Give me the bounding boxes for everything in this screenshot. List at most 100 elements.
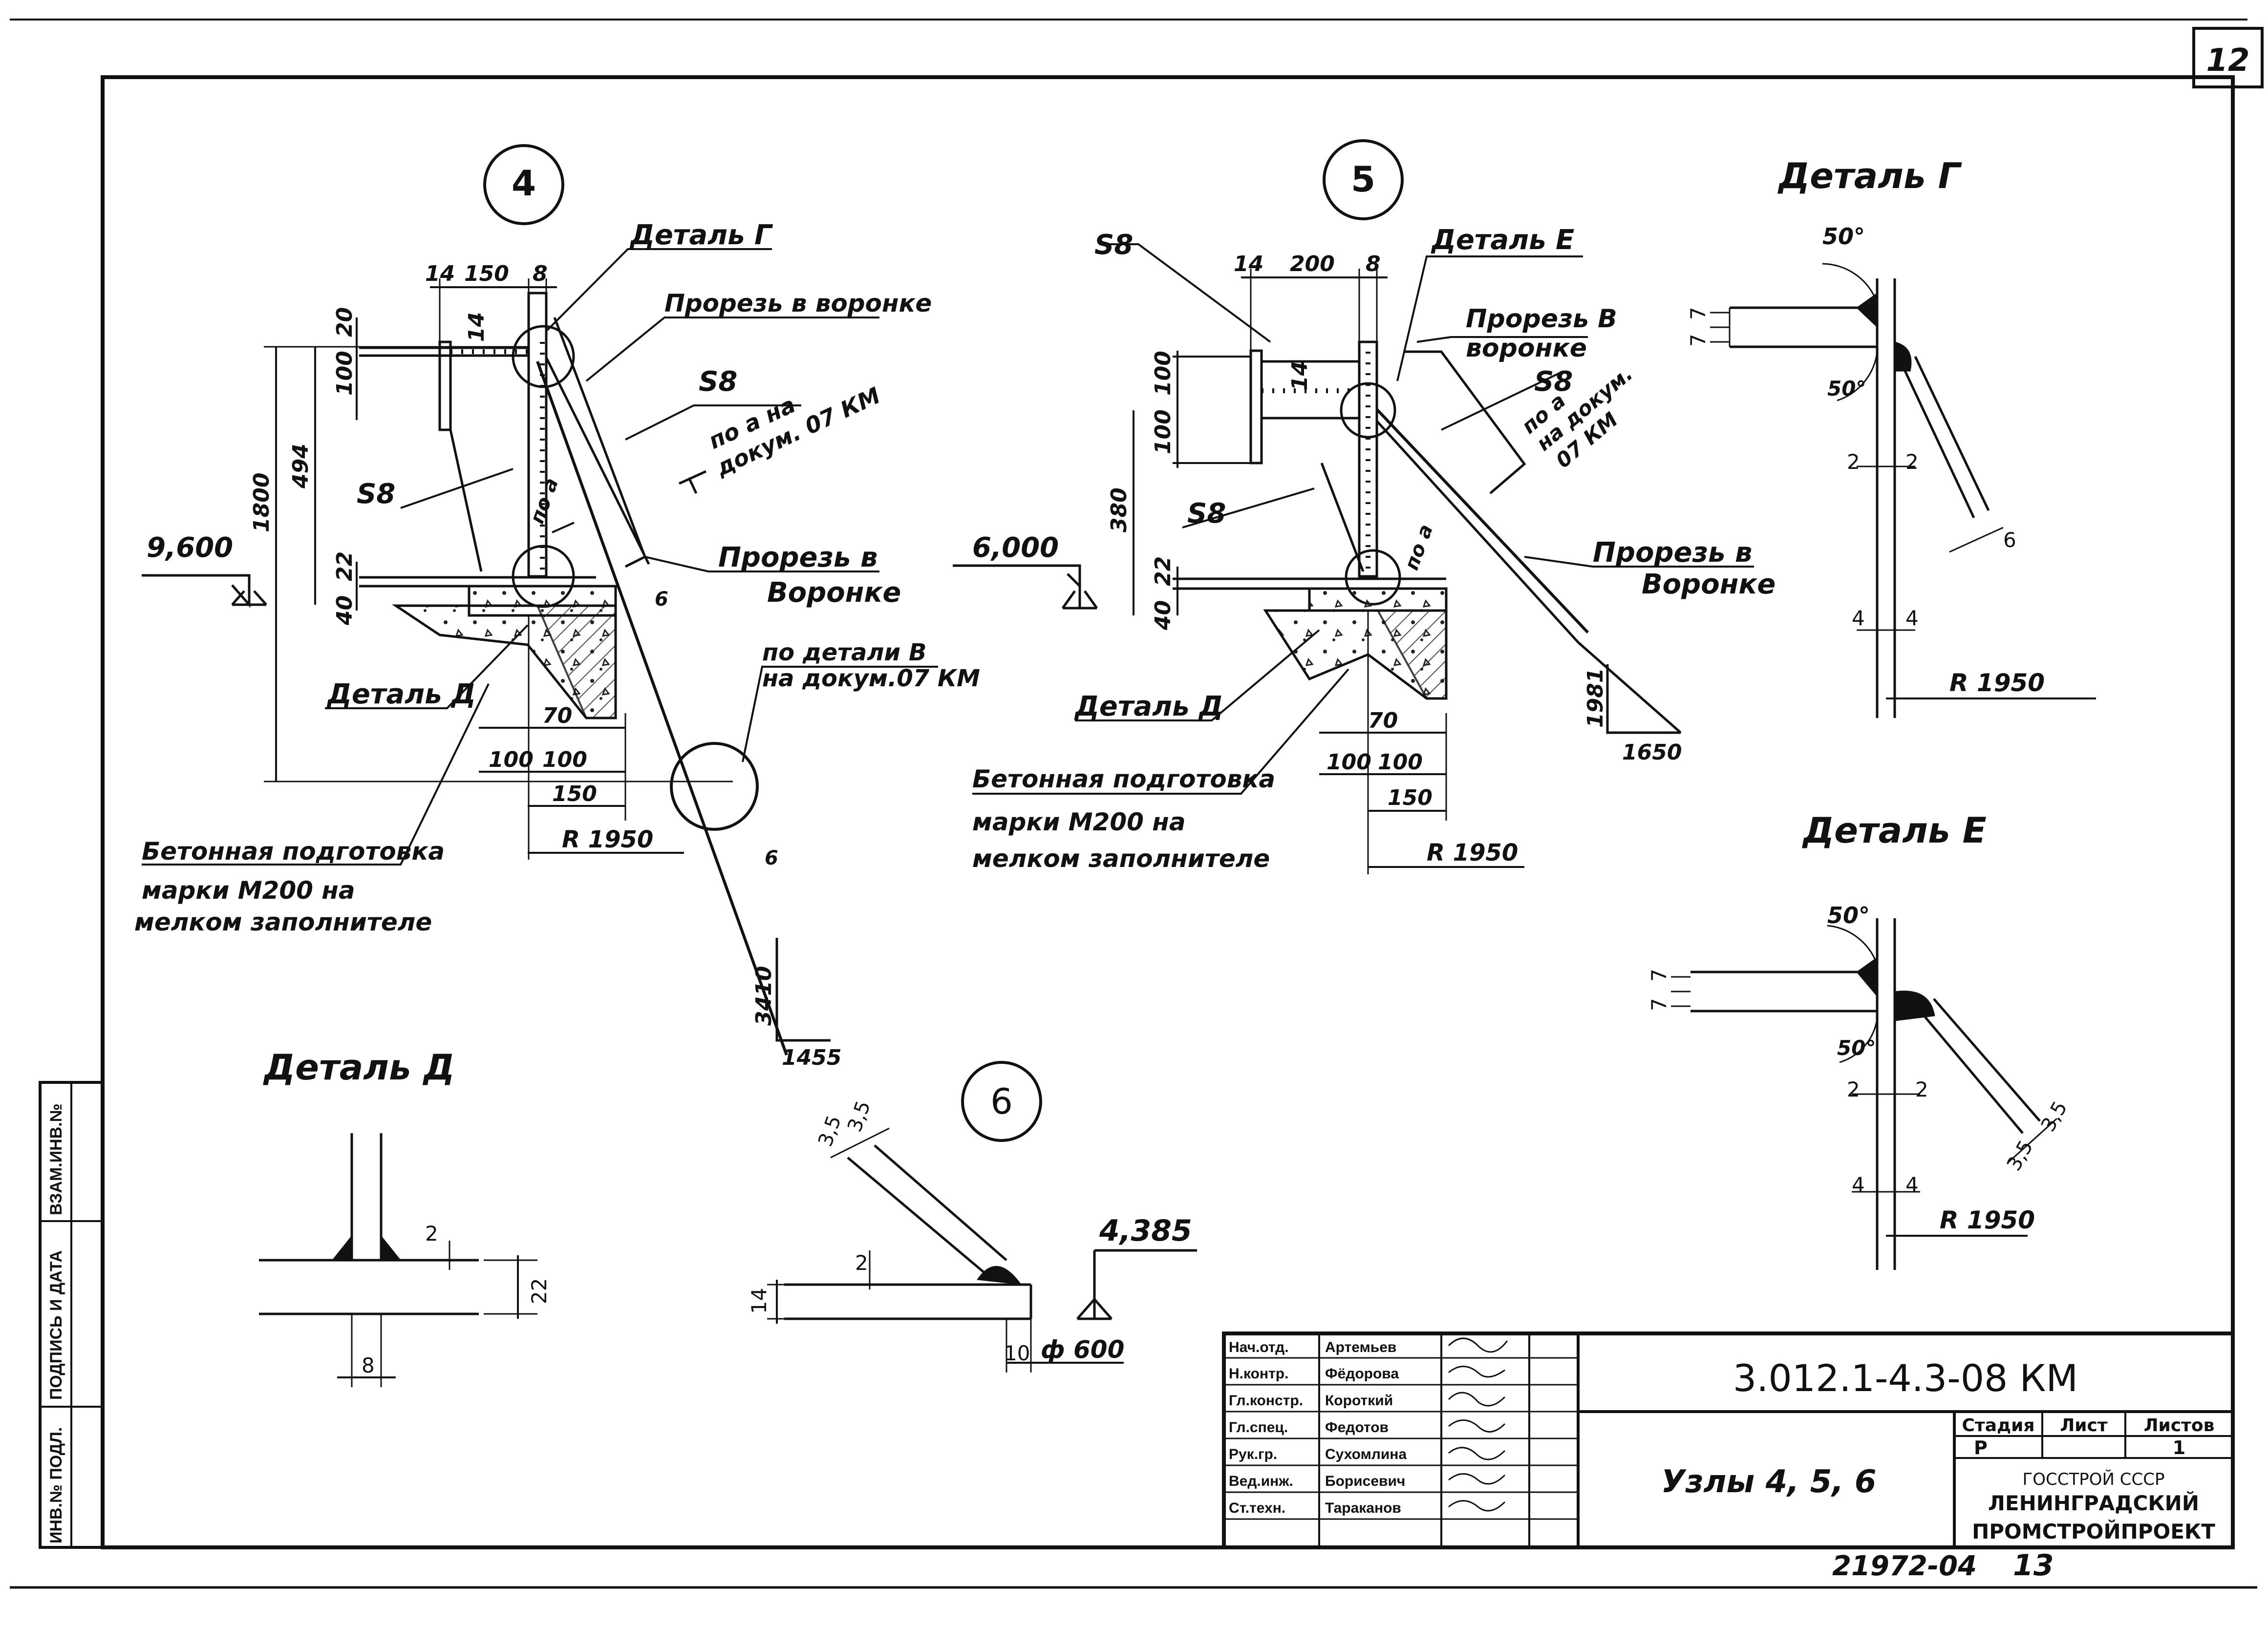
bottom-page: 13 <box>2013 1548 2054 1583</box>
sheet-number: 12 <box>2206 42 2249 79</box>
role: Рук.гр. <box>1229 1446 1277 1462</box>
dim: 1650 <box>1622 740 1682 765</box>
bottom-code: 21972-04 <box>1832 1550 1977 1582</box>
node-5-cutout-2b: Воронке <box>1642 569 1776 600</box>
dim: 40 <box>332 595 357 626</box>
dim: 150 <box>552 782 597 806</box>
dim: 4 <box>1905 606 1919 630</box>
node-4-detail-d: Деталь Д <box>326 678 476 710</box>
node-5-cutout-1b: воронке <box>1466 334 1587 363</box>
dim: 3410 <box>751 966 776 1026</box>
dim: 2 <box>1847 450 1860 474</box>
node-4 <box>142 144 938 1056</box>
node-5-level: 6,000 <box>972 532 1059 564</box>
node-5-detail-e: Деталь Е <box>1431 224 1574 256</box>
title-block <box>1222 1331 2235 1549</box>
dim: 4 <box>1905 1173 1919 1197</box>
dim: 100 <box>489 747 534 772</box>
node-5 <box>953 139 1754 874</box>
name: Борисевич <box>1325 1473 1405 1489</box>
stamp-cell-2: ПОДПИСЬ И ДАТА <box>47 1250 65 1400</box>
node-6-number: 6 <box>990 1081 1013 1122</box>
node-4-s8-b: S8 <box>357 478 395 510</box>
node-4-cutout-2b: Воронке <box>767 577 901 609</box>
node-4-labels: 4 Деталь Г Прорезь в воронке S8 по а на … <box>134 163 980 1070</box>
title-block-text: Нач.отд. Н.контр. Гл.констр. Гл.спец. Ру… <box>1229 1339 2215 1543</box>
node-5-detail-d: Деталь Д <box>1074 691 1223 722</box>
node-4-concrete-2: марки М200 на <box>142 876 355 905</box>
dim: 14 <box>464 312 489 342</box>
dim: 7 <box>1686 334 1710 347</box>
dim: 380 <box>1107 487 1132 532</box>
dim: 100 <box>542 747 587 772</box>
dim: 494 <box>288 444 313 489</box>
dim: 2 <box>855 1251 868 1275</box>
detail-e-title: Деталь Е <box>1802 810 1987 851</box>
node-6 <box>767 1061 1197 1373</box>
org-1: ГОССТРОЙ СССР <box>2023 1469 2165 1489</box>
detail-d-labels: Деталь Д 2 22 8 <box>263 1047 551 1377</box>
org-2: ЛЕНИНГРАДСКИЙ <box>1988 1491 2199 1515</box>
role: Ст.техн. <box>1229 1500 1285 1516</box>
dim: 7 <box>1686 307 1710 320</box>
dim: 3,5 <box>814 1113 846 1150</box>
node-5-s8-mid: S8 <box>1187 498 1226 529</box>
stage-value: Р <box>1974 1437 1988 1458</box>
node-4-cutout-2a: Прорезь в <box>718 542 877 573</box>
dim: 40 <box>1151 600 1176 631</box>
node-4-cutout-1: Прорезь в воронке <box>664 289 932 317</box>
role: Вед.инж. <box>1229 1473 1293 1489</box>
dim: R 1950 <box>562 826 653 853</box>
node-5-s8-right: S8 <box>1534 366 1573 398</box>
dim: 6 <box>2003 528 2016 552</box>
role: Н.контр. <box>1229 1366 1288 1382</box>
dim: 70 <box>542 703 572 728</box>
node-4-weld-small: по а <box>526 475 563 527</box>
node-5-labels: 5 S8 Деталь Е Прорезь В воронке S8 по а … <box>972 159 1776 873</box>
dim: 100 <box>1327 750 1371 775</box>
node-5-cutout-1a: Прорезь В <box>1466 304 1617 334</box>
node-4-level: 9,600 <box>147 532 233 564</box>
dim: 4 <box>1852 606 1865 630</box>
dim: R 1950 <box>1949 669 2045 697</box>
dim: 200 <box>1290 252 1335 276</box>
dim: 22 <box>527 1278 551 1304</box>
side-stamp: ВЗАМ.ИНВ.№ ПОДПИСЬ И ДАТА ИНВ.№ ПОДЛ. <box>39 1081 104 1549</box>
sheet-frame <box>10 19 2264 1589</box>
dim: 7 <box>1647 969 1671 982</box>
dim: R 1950 <box>1427 839 1518 866</box>
node-5-weld-small: по а <box>1400 521 1437 573</box>
detail-e-angle-bot: 50° <box>1837 1036 1876 1060</box>
dim: 14 <box>1287 361 1312 391</box>
drawing-title: Узлы 4, 5, 6 <box>1661 1464 1876 1500</box>
name: Тараканов <box>1325 1500 1401 1516</box>
org-3: ПРОМСТРОЙПРОЕКТ <box>1972 1519 2215 1543</box>
dim: 3,5 <box>2003 1137 2038 1175</box>
node-4-detail-v-1: по детали В <box>762 639 926 666</box>
node-5-number: 5 <box>1351 159 1375 200</box>
detail-e <box>1671 918 2058 1270</box>
detail-g-title: Деталь Г <box>1777 155 1963 196</box>
dim: 22 <box>1151 556 1176 586</box>
node-5-concrete-2: марки М200 на <box>972 808 1186 836</box>
node-4-s8-a: S8 <box>699 366 737 398</box>
dim: 100 <box>1378 750 1423 775</box>
node-4-concrete-3: мелком заполнителе <box>134 908 432 936</box>
dim: 2 <box>1915 1078 1928 1101</box>
detail-e-angle-top: 50° <box>1827 902 1870 929</box>
dim: 10 <box>1004 1341 1030 1365</box>
detail-d <box>259 1133 537 1387</box>
dim: 3,5 <box>2037 1098 2072 1136</box>
name: Артемьев <box>1325 1339 1396 1355</box>
dim: 100 <box>1151 351 1176 396</box>
dim: R 1950 <box>1940 1206 2035 1234</box>
dim: 14 <box>1234 252 1263 276</box>
dim: 1455 <box>782 1045 841 1070</box>
node-5-concrete-1: Бетонная подготовка <box>972 765 1275 793</box>
sheets-value: 1 <box>2173 1437 2185 1458</box>
name: Короткий <box>1325 1393 1393 1409</box>
dim: 1800 <box>249 473 274 532</box>
sheets-label: Листов <box>2144 1416 2215 1436</box>
detail-g-labels: Деталь Г 50° 50° 7 7 2 2 6 4 4 R 1950 <box>1686 155 2045 697</box>
